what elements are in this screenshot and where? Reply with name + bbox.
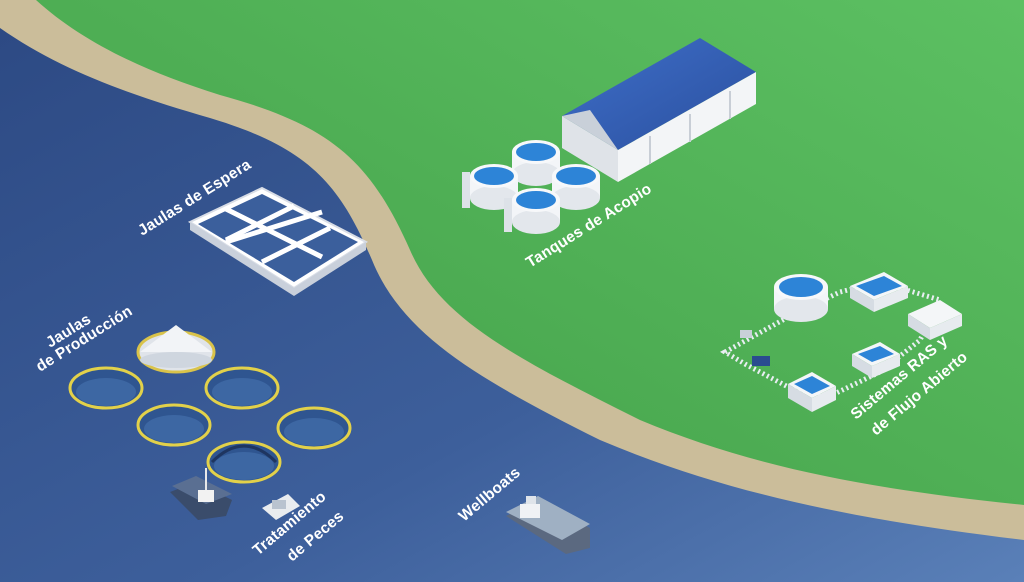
production-cage-icon (204, 366, 280, 410)
production-cage-icon (68, 366, 144, 410)
tank-column-icon (504, 198, 512, 232)
storage-tank-icon (512, 188, 560, 234)
storage-tank-icon (512, 140, 560, 186)
warehouse-icon (562, 38, 756, 182)
holding-pen-grid-icon (187, 186, 368, 296)
storage-tank-icon (552, 164, 600, 210)
production-cage-icon (136, 403, 212, 447)
treatment-boat-icon (262, 494, 300, 520)
production-cage-icon (206, 440, 282, 484)
production-cage-icon (276, 406, 352, 450)
covered-cage-icon (136, 325, 216, 374)
wellboat-icon (506, 496, 590, 554)
tank-column-icon (462, 172, 470, 208)
ras-system-icon (719, 272, 962, 412)
storage-tank-icon (470, 164, 518, 210)
treatment-boat-icon (170, 468, 232, 520)
